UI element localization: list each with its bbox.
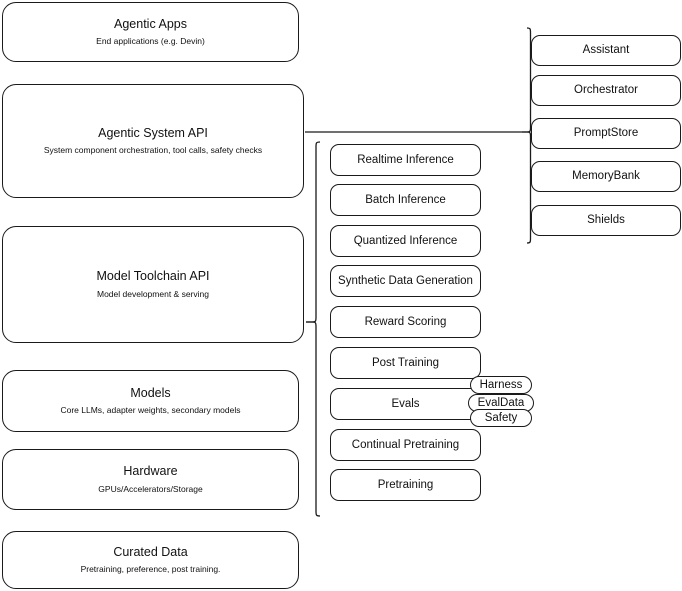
- layer-title: Agentic System API: [98, 125, 208, 140]
- toolchain-item-label: Continual Pretraining: [351, 438, 460, 451]
- layer-title: Agentic Apps: [114, 16, 187, 31]
- system-item-assistant[interactable]: Assistant: [531, 35, 681, 66]
- system-item-promptstore[interactable]: PromptStore: [531, 118, 681, 149]
- toolchain-item-label: Pretraining: [377, 478, 434, 491]
- layer-title: Model Toolchain API: [96, 269, 210, 284]
- toolchain-item-pretraining[interactable]: Pretraining: [330, 469, 481, 501]
- toolchain-item-continual-pretraining[interactable]: Continual Pretraining: [330, 429, 481, 461]
- layer-subtitle: GPUs/Accelerators/Storage: [98, 483, 203, 494]
- evals-tag-label: EvalData: [477, 397, 525, 409]
- toolchain-item-realtime-inference[interactable]: Realtime Inference: [330, 144, 481, 176]
- layer-subtitle: System component orchestration, tool cal…: [43, 145, 263, 156]
- system-item-label: Assistant: [582, 44, 630, 57]
- system-item-memorybank[interactable]: MemoryBank: [531, 161, 681, 192]
- layer-subtitle: Model development & serving: [97, 288, 209, 299]
- toolchain-item-batch-inference[interactable]: Batch Inference: [330, 184, 481, 216]
- toolchain-item-label: Realtime Inference: [357, 153, 454, 166]
- toolchain-item-reward-scoring[interactable]: Reward Scoring: [330, 306, 481, 338]
- layer-subtitle: End applications (e.g. Devin): [96, 36, 205, 47]
- system-item-orchestrator[interactable]: Orchestrator: [531, 75, 681, 106]
- brace-toolchain-items-upper: [306, 141, 321, 323]
- layer-box-hardware[interactable]: Hardware GPUs/Accelerators/Storage: [2, 449, 299, 510]
- layer-title: Curated Data: [113, 544, 188, 559]
- layer-box-curated-data[interactable]: Curated Data Pretraining, preference, po…: [2, 531, 299, 589]
- toolchain-item-label: Batch Inference: [365, 193, 446, 206]
- layer-box-agentic-apps[interactable]: Agentic Apps End applications (e.g. Devi…: [2, 2, 299, 62]
- layer-subtitle: Pretraining, preference, post training.: [80, 564, 221, 575]
- evals-tag-evaldata[interactable]: EvalData: [468, 394, 534, 412]
- toolchain-item-label: Reward Scoring: [364, 315, 447, 328]
- toolchain-item-label: Evals: [391, 397, 420, 410]
- system-item-shields[interactable]: Shields: [531, 205, 681, 236]
- layer-title: Hardware: [123, 464, 178, 479]
- system-item-label: PromptStore: [573, 127, 639, 140]
- system-item-label: MemoryBank: [572, 170, 640, 183]
- layer-subtitle: Core LLMs, adapter weights, secondary mo…: [60, 405, 241, 416]
- layer-title: Models: [130, 385, 171, 400]
- toolchain-item-synthetic-data-generation[interactable]: Synthetic Data Generation: [330, 265, 481, 297]
- brace-toolchain-items-lower: [306, 321, 321, 517]
- evals-tag-harness[interactable]: Harness: [470, 376, 532, 394]
- evals-tag-label: Safety: [484, 412, 518, 424]
- system-item-label: Orchestrator: [574, 84, 638, 97]
- toolchain-item-label: Post Training: [371, 356, 440, 369]
- brace-system-items-lower: [522, 131, 532, 244]
- evals-tag-safety[interactable]: Safety: [470, 409, 532, 427]
- toolchain-item-quantized-inference[interactable]: Quantized Inference: [330, 225, 481, 257]
- toolchain-item-evals[interactable]: Evals: [330, 388, 481, 420]
- layer-box-models[interactable]: Models Core LLMs, adapter weights, secon…: [2, 370, 299, 432]
- layer-box-agentic-system-api[interactable]: Agentic System API System component orch…: [2, 84, 304, 198]
- system-item-label: Shields: [587, 214, 625, 227]
- toolchain-item-label: Synthetic Data Generation: [338, 274, 473, 287]
- toolchain-item-label: Quantized Inference: [353, 234, 458, 247]
- layer-box-model-toolchain-api[interactable]: Model Toolchain API Model development & …: [2, 226, 304, 343]
- toolchain-item-post-training[interactable]: Post Training: [330, 347, 481, 379]
- brace-system-items: [522, 27, 532, 133]
- evals-tag-label: Harness: [479, 379, 523, 391]
